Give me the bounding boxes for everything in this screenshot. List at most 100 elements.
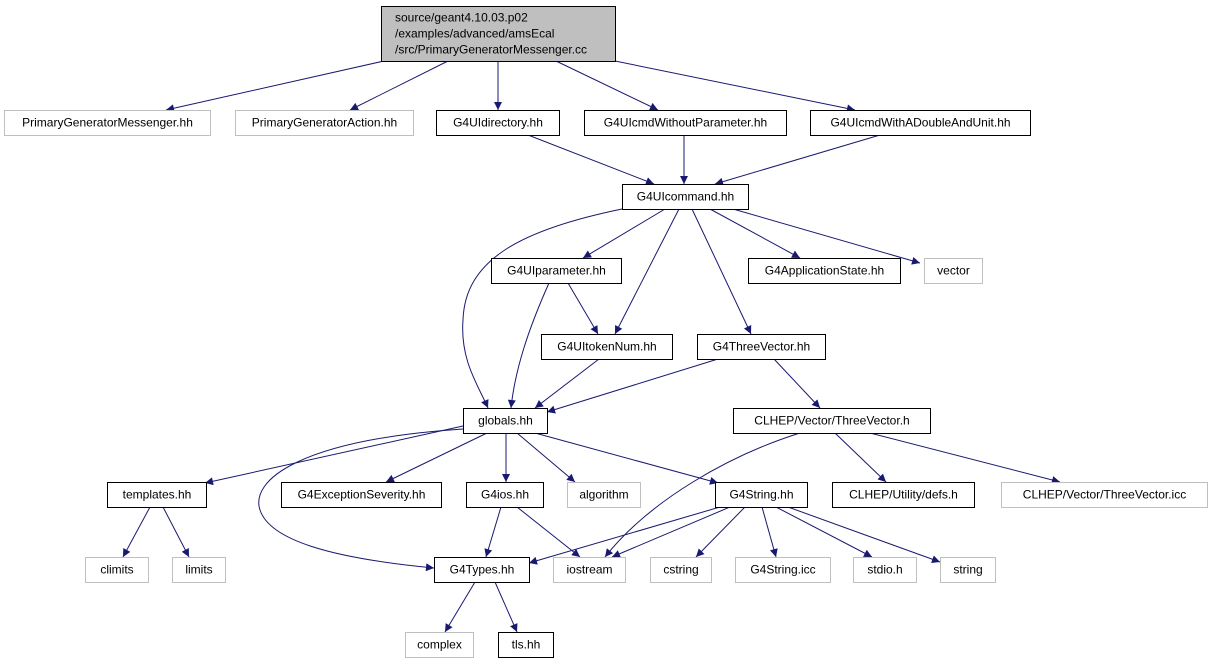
node-threevec[interactable]: G4ThreeVector.hh: [697, 334, 826, 360]
node-uiwithout[interactable]: G4UIcmdWithoutParameter.hh: [584, 110, 787, 136]
node-algorithm: algorithm: [567, 482, 641, 508]
node-pga: PrimaryGeneratorAction.hh: [235, 110, 414, 136]
edge-g4string-to-g4types: [528, 506, 721, 565]
node-label: CLHEP/Vector/ThreeVector.h: [754, 414, 909, 428]
node-label: stdio.h: [867, 563, 902, 577]
node-label: tls.hh: [512, 638, 541, 652]
node-clhepvec[interactable]: CLHEP/Vector/ThreeVector.h: [733, 408, 931, 434]
node-box: [853, 557, 917, 583]
edge-clhepvec-to-threevecicc: [869, 432, 1061, 484]
node-excsev[interactable]: G4ExceptionSeverity.hh: [281, 482, 442, 508]
node-label: G4UIcommand.hh: [637, 190, 734, 204]
node-label: iostream: [566, 563, 612, 577]
node-g4string[interactable]: G4String.hh: [715, 482, 808, 508]
node-label: cstring: [663, 563, 698, 577]
node-box: [4, 110, 211, 136]
node-globals[interactable]: globals.hh: [463, 408, 548, 434]
node-label: PrimaryGeneratorMessenger.hh: [22, 116, 193, 130]
node-box: [697, 334, 826, 360]
edge-globals-to-g4types: [258, 428, 464, 572]
node-box: [434, 557, 530, 583]
node-label: /examples/advanced/amsEcal: [395, 27, 554, 41]
node-box: [810, 110, 1031, 136]
node-box: [463, 408, 548, 434]
edge-g4string-to-stringicc: [761, 506, 778, 558]
node-vector: vector: [924, 258, 983, 284]
edge-threevec-to-globals: [546, 358, 719, 414]
edge-root-to-pga: [349, 60, 449, 111]
node-pgm: PrimaryGeneratorMessenger.hh: [4, 110, 211, 136]
node-limits: limits: [172, 557, 226, 583]
node-label: G4UIcmdWithADoubleAndUnit.hh: [830, 116, 1010, 130]
node-box: [733, 408, 931, 434]
node-label: CLHEP/Utility/defs.h: [849, 488, 958, 502]
edge-uicommand-to-appstate: [709, 208, 801, 259]
edge-g4ios-to-iostream: [516, 506, 581, 558]
node-appstate[interactable]: G4ApplicationState.hh: [748, 258, 901, 284]
node-templates[interactable]: templates.hh: [107, 482, 207, 508]
node-g4ios[interactable]: G4ios.hh: [466, 482, 544, 508]
node-defs[interactable]: CLHEP/Utility/defs.h: [832, 482, 975, 508]
node-box: [1001, 482, 1208, 508]
node-box: [622, 184, 749, 210]
node-label: G4UIcmdWithoutParameter.hh: [604, 116, 767, 130]
node-uicommand[interactable]: G4UIcommand.hh: [622, 184, 749, 210]
edge-g4string-to-string: [787, 506, 941, 564]
node-box: [924, 258, 983, 284]
edge-uiparam-to-globals: [507, 282, 550, 409]
node-label: G4UIdirectory.hh: [453, 116, 543, 130]
edge-clhepvec-to-defs: [834, 432, 887, 483]
node-tls[interactable]: tls.hh: [498, 632, 554, 658]
node-string: string: [940, 557, 996, 583]
node-box: [85, 557, 149, 583]
node-box: [172, 557, 226, 583]
edge-uidouble-to-uicommand: [714, 134, 881, 186]
node-box: [498, 632, 554, 658]
node-root[interactable]: source/geant4.10.03.p02/examples/advance…: [381, 6, 616, 62]
node-box: [491, 258, 622, 284]
node-label: string: [953, 563, 982, 577]
node-box: [235, 110, 414, 136]
node-iostream: iostream: [553, 557, 626, 583]
edge-root-to-uidouble: [614, 60, 856, 113]
edge-globals-to-g4string: [534, 432, 719, 485]
graph-edges: [122, 60, 1061, 633]
node-label: vector: [937, 264, 970, 278]
edge-g4string-to-iostream: [611, 506, 731, 558]
node-box: [567, 482, 641, 508]
edge-globals-to-excsev: [385, 432, 488, 483]
node-box: [466, 482, 544, 508]
node-label: G4ApplicationState.hh: [765, 264, 884, 278]
node-climits: climits: [85, 557, 149, 583]
node-label: G4Types.hh: [450, 563, 515, 577]
edge-uicommand-to-uiparam: [582, 208, 666, 259]
node-box: [650, 557, 712, 583]
node-label: climits: [100, 563, 133, 577]
edge-threevec-to-clhepvec: [773, 358, 821, 409]
edge-clhepvec-to-iostream: [604, 432, 801, 558]
node-box: [381, 6, 616, 62]
graph-nodes: source/geant4.10.03.p02/examples/advance…: [4, 6, 1208, 658]
edge-uicommand-to-vector: [732, 208, 921, 265]
node-uiparam[interactable]: G4UIparameter.hh: [491, 258, 622, 284]
node-threevecicc: CLHEP/Vector/ThreeVector.icc: [1001, 482, 1208, 508]
edge-g4string-to-stdio: [775, 506, 873, 558]
node-uidir[interactable]: G4UIdirectory.hh: [436, 110, 560, 136]
node-tokennum[interactable]: G4UItokenNum.hh: [541, 334, 673, 360]
node-label: PrimaryGeneratorAction.hh: [252, 116, 397, 130]
node-label: CLHEP/Vector/ThreeVector.icc: [1023, 488, 1186, 502]
edge-tokennum-to-globals: [534, 358, 600, 409]
node-g4types[interactable]: G4Types.hh: [434, 557, 530, 583]
node-uidouble[interactable]: G4UIcmdWithADoubleAndUnit.hh: [810, 110, 1031, 136]
node-box: [584, 110, 787, 136]
edge-templates-to-climits: [122, 506, 151, 558]
node-box: [405, 632, 474, 658]
edge-root-to-pgm: [165, 60, 385, 113]
node-box: [735, 557, 831, 583]
node-box: [748, 258, 901, 284]
node-box: [832, 482, 975, 508]
edge-g4string-to-cstring: [695, 506, 746, 558]
node-stringicc: G4String.icc: [735, 557, 831, 583]
edge-root-to-uiwithout: [555, 60, 659, 111]
